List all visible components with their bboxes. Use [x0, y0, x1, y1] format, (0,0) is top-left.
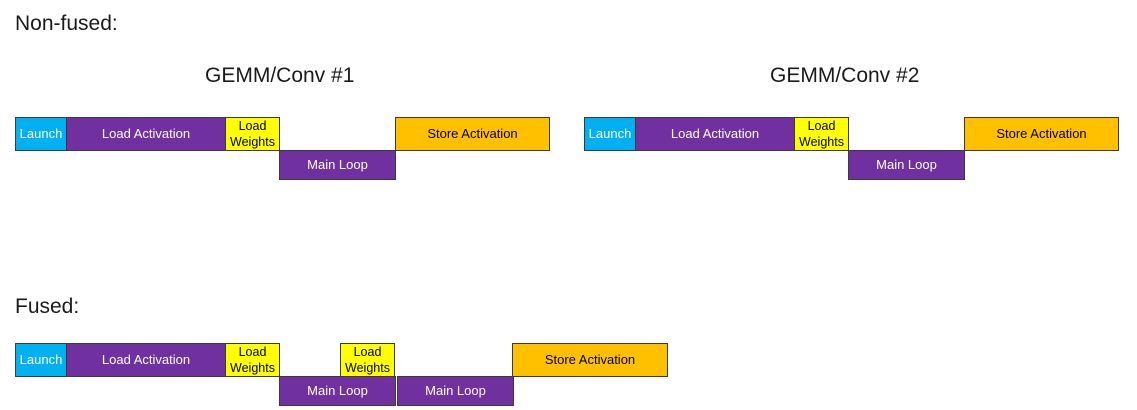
launch-block: Launch: [584, 117, 636, 151]
launch-block: Launch: [15, 117, 67, 151]
gemm-conv-2-title: GEMM/Conv #2: [770, 64, 920, 87]
load-weights-block: Load Weights: [225, 343, 280, 377]
load-activation-block: Load Activation: [635, 117, 795, 151]
main-loop-block: Main Loop: [279, 376, 396, 406]
launch-block: Launch: [15, 343, 67, 377]
main-loop-block: Main Loop: [279, 150, 396, 180]
load-weights-block: Load Weights: [340, 343, 395, 377]
load-activation-block: Load Activation: [66, 343, 226, 377]
load-weights-block: Load Weights: [794, 117, 849, 151]
load-weights-block: Load Weights: [225, 117, 280, 151]
store-activation-block: Store Activation: [512, 343, 668, 377]
gemm-conv-1-title: GEMM/Conv #1: [205, 64, 355, 87]
fused-label: Fused:: [15, 295, 80, 318]
non-fused-label: Non-fused:: [15, 12, 118, 35]
main-loop-block: Main Loop: [848, 150, 965, 180]
load-activation-block: Load Activation: [66, 117, 226, 151]
store-activation-block: Store Activation: [964, 117, 1119, 151]
main-loop-block: Main Loop: [397, 376, 514, 406]
store-activation-block: Store Activation: [395, 117, 550, 151]
